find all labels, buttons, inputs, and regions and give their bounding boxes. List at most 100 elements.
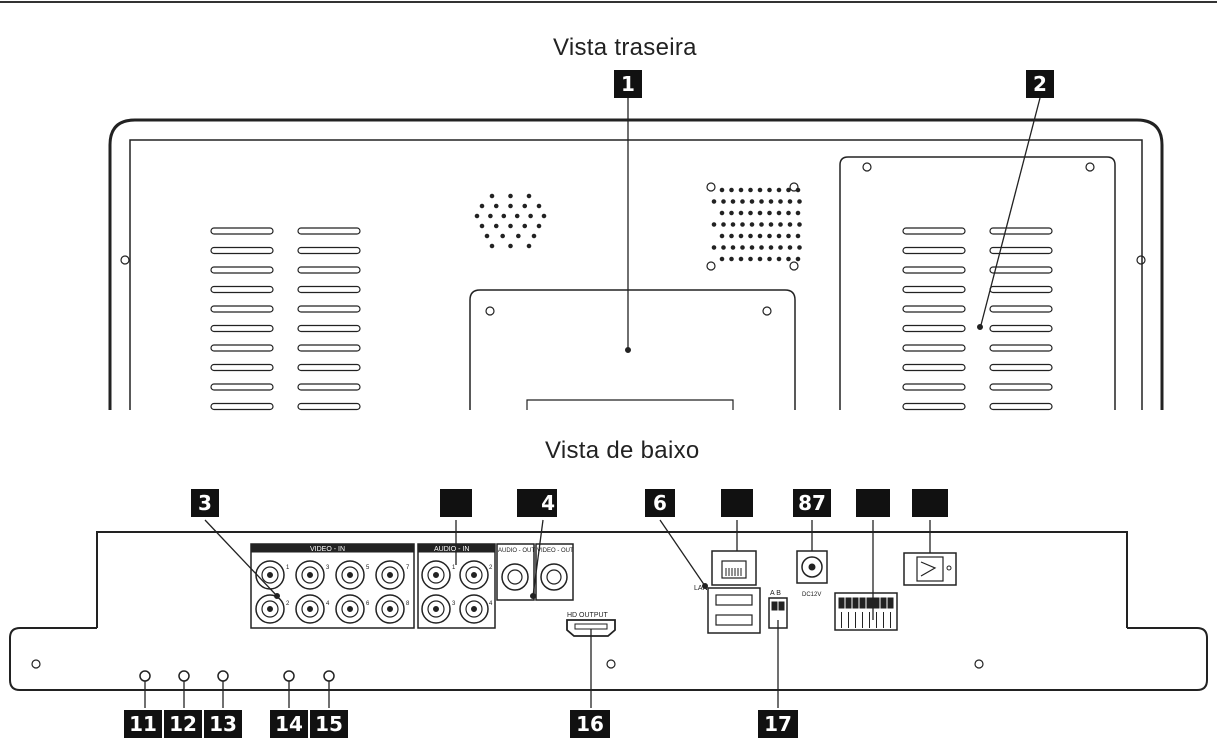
terminal-pin — [880, 597, 887, 609]
grille-hole — [740, 222, 745, 227]
video-channel-label: 2 — [286, 601, 290, 607]
leader-6 — [659, 519, 706, 587]
video-channel-label: 1 — [286, 565, 290, 571]
base-screw — [606, 659, 616, 669]
button-11 — [139, 670, 151, 682]
audio-channel-label: 3 — [452, 601, 456, 607]
grille-hole — [768, 199, 774, 204]
audio-channel-label: 4 — [489, 601, 493, 607]
plate-screw — [762, 306, 772, 316]
grille-hole — [719, 210, 725, 216]
vent-slot — [902, 363, 966, 372]
vent-slot — [297, 324, 361, 333]
rear-view-title: Vista traseira — [553, 34, 697, 61]
grille-hole — [767, 233, 772, 239]
speaker-grille-large — [711, 187, 802, 262]
vent-slot — [989, 383, 1053, 391]
grille-hole — [729, 233, 734, 239]
grille-hole — [508, 243, 513, 249]
grille-hole — [768, 222, 774, 227]
audio-channel-label: 1 — [452, 565, 456, 571]
audio-out-group — [496, 543, 535, 601]
lan-pins — [725, 568, 742, 576]
bnc-connector-pin — [307, 572, 313, 578]
bnc-connector — [421, 560, 451, 590]
callout-15: 15 — [310, 710, 348, 738]
callout-2-anchor — [977, 324, 983, 330]
alarm-terminal-pins — [838, 597, 894, 628]
grille-hole — [759, 245, 764, 250]
video-channel-label: 7 — [406, 565, 410, 571]
grille-hole — [778, 245, 783, 250]
grille-hole — [508, 193, 513, 199]
hdmi-port — [566, 619, 616, 637]
grille-hole — [776, 210, 782, 216]
grille-hole — [711, 199, 717, 204]
callout-1: 1 — [614, 70, 642, 98]
terminal-pin — [866, 597, 873, 609]
callout-4: 4 — [517, 489, 557, 517]
bnc-connector — [421, 594, 451, 624]
audio-in-label: AUDIO - IN — [434, 546, 469, 553]
callout-6: 6 — [645, 489, 675, 517]
frame-screw-left — [120, 255, 130, 265]
grille-hole — [500, 233, 505, 239]
grille-hole — [740, 199, 745, 204]
grille-hole — [749, 245, 755, 250]
grille-hole — [757, 233, 763, 239]
callout-16: 16 — [570, 710, 610, 738]
video-channel-label: 5 — [366, 565, 370, 571]
rear-side-cover — [839, 156, 1116, 410]
grille-hole — [719, 233, 725, 239]
bnc-connector-inner — [427, 600, 445, 618]
cover-screw — [1085, 162, 1095, 172]
grille-hole — [797, 222, 802, 227]
bnc-connector-pin — [267, 572, 273, 578]
grille-hole — [738, 256, 744, 262]
grille-hole — [479, 223, 485, 229]
video-out-label: VIDEO - OUT — [537, 548, 574, 554]
bnc-connector-inner — [465, 600, 483, 618]
grille-screw — [706, 261, 716, 271]
audio-out-label: AUDIO - OUT — [498, 548, 535, 554]
grille-hole — [786, 210, 791, 216]
bnc-connector — [295, 560, 325, 590]
vent-slot — [902, 383, 966, 391]
grille-hole — [493, 203, 499, 209]
vent-slot — [297, 344, 361, 352]
grille-hole — [776, 256, 782, 262]
vent-slot — [989, 266, 1053, 274]
bnc-connector — [255, 594, 285, 624]
grille-hole — [719, 187, 725, 193]
vent-slots-right — [902, 227, 1053, 411]
vent-slot — [989, 285, 1053, 294]
plate-screw — [485, 306, 495, 316]
grille-hole — [501, 213, 507, 219]
vent-slot — [989, 363, 1053, 372]
bnc-connector-inner — [341, 600, 359, 618]
callout-17: 17 — [758, 710, 798, 738]
bnc-connector-pin — [347, 606, 353, 612]
video-channel-label: 8 — [406, 601, 410, 607]
lan-label: LAN — [694, 585, 708, 592]
lan-port — [711, 550, 757, 586]
grille-hole — [528, 213, 533, 219]
grille-hole — [786, 187, 791, 193]
rs485-label: A B — [770, 590, 781, 597]
vent-slot — [989, 402, 1053, 411]
cover-screw — [862, 162, 872, 172]
grille-hole — [493, 223, 499, 229]
bnc-connector-pin — [471, 606, 477, 612]
grille-hole — [778, 222, 783, 227]
leader-4 — [532, 519, 544, 597]
vent-slot — [989, 324, 1053, 333]
rear-view — [108, 118, 1164, 411]
grille-hole — [797, 199, 802, 204]
grille-hole — [526, 193, 532, 199]
grille-hole — [748, 256, 753, 262]
grille-hole — [767, 210, 772, 216]
grille-hole — [795, 233, 801, 239]
grille-hole — [730, 222, 736, 227]
grille-hole — [767, 187, 772, 193]
